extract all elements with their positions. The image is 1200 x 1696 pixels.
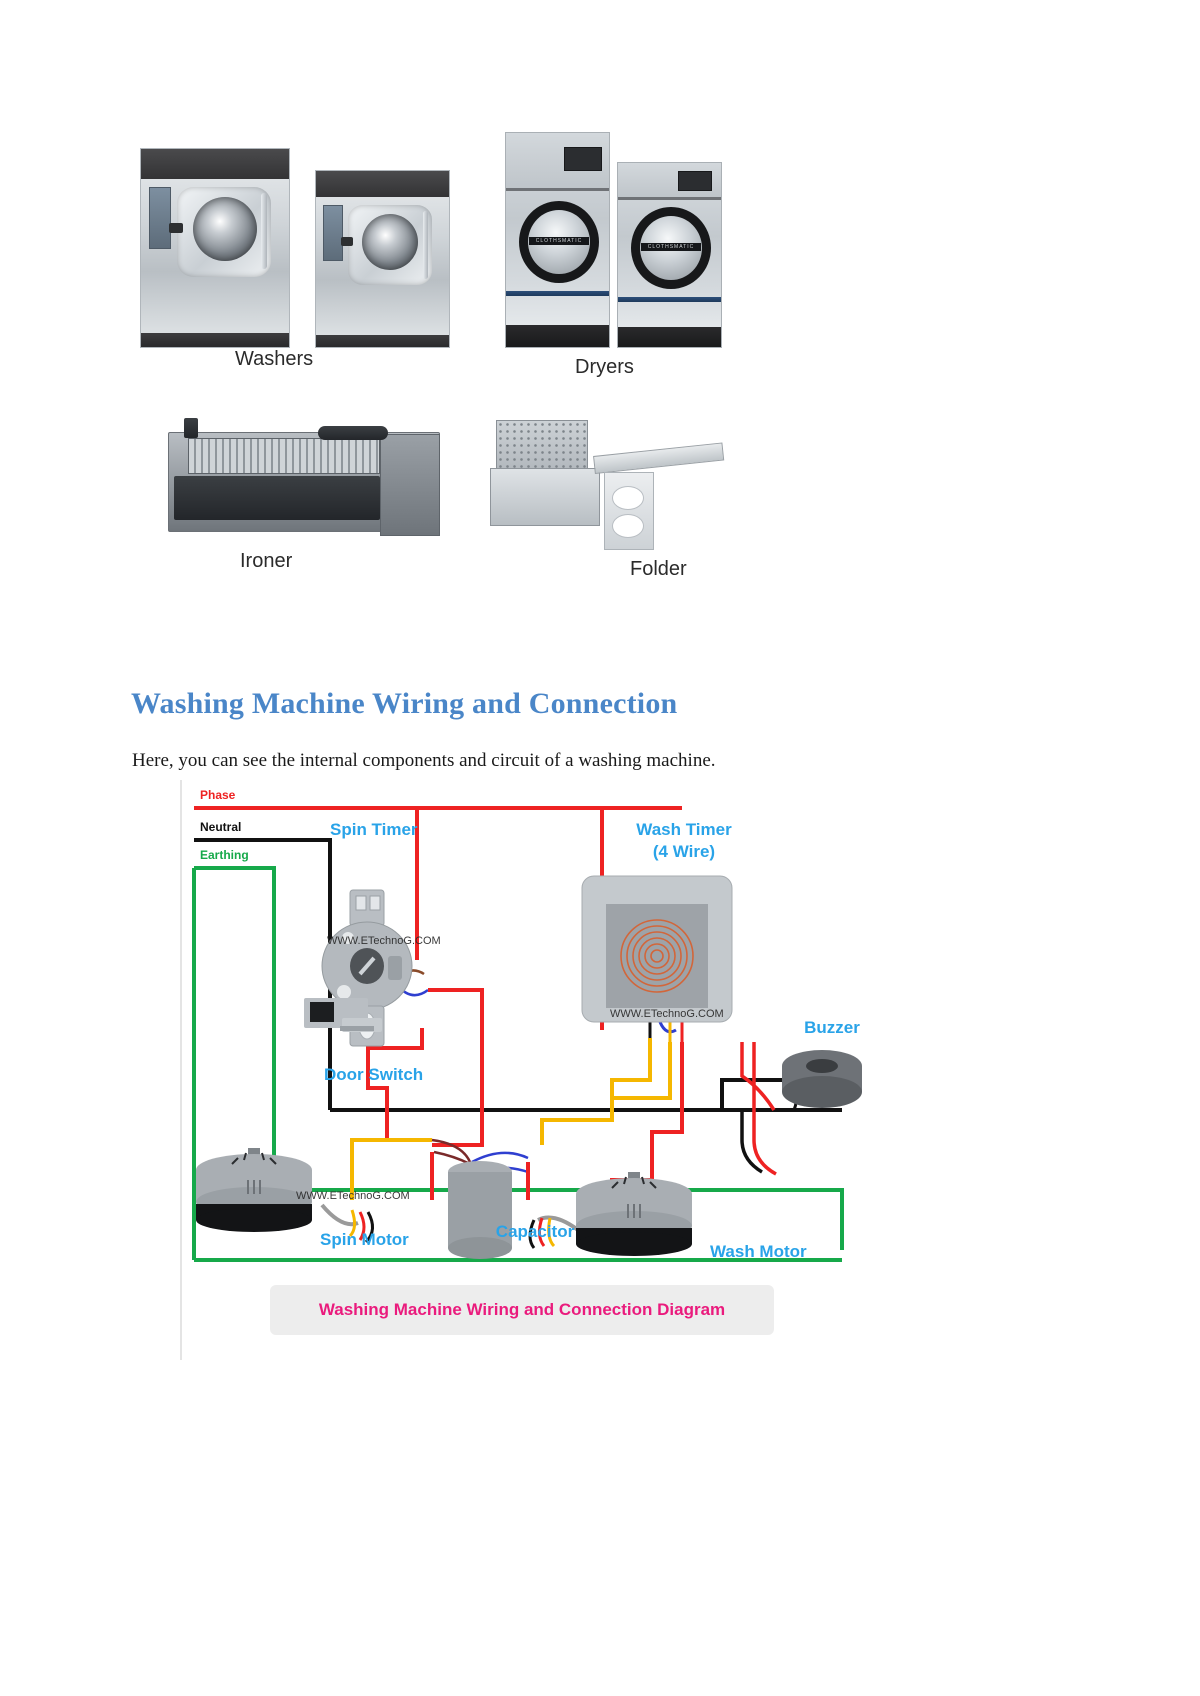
washer2-drum — [362, 214, 418, 270]
capacitor-brown-wire-left — [431, 1138, 472, 1163]
capacitor-graphic — [448, 1161, 512, 1259]
spin-timer-label: Spin Timer — [330, 820, 418, 839]
wash-motor-yellow-lead — [547, 1217, 556, 1248]
washer2-base — [316, 335, 449, 347]
wash-timer-sublabel: (4 Wire) — [652, 842, 716, 861]
buzzer-red-wire — [740, 1042, 776, 1111]
ironer-machine-image — [168, 410, 458, 550]
dryer2-base — [618, 327, 721, 347]
phase-label: Phase — [200, 788, 236, 802]
folder-conveyor-arm — [593, 442, 725, 474]
diagram-caption-box: Washing Machine Wiring and Connection Di… — [270, 1285, 774, 1335]
intro-paragraph: Here, you can see the internal component… — [132, 750, 716, 771]
earthing-label: Earthing — [200, 848, 249, 862]
spin-motor-red-lead — [358, 1211, 366, 1241]
red-capacitor-feed — [432, 1110, 484, 1147]
spin-motor-label: Spin Motor — [320, 1230, 409, 1249]
dryer-display — [564, 147, 602, 171]
dryer-stripe — [506, 291, 609, 296]
dryer2-stripe — [618, 297, 721, 302]
folder-leg-hole-bottom — [612, 514, 644, 538]
folder-machine-image — [482, 410, 732, 560]
right-black-drop — [740, 1110, 763, 1174]
dryer-machine-second-image: CLOTHSMATIC — [617, 162, 722, 348]
laundry-equipment-gallery: CLOTHSMATIC CLOTHSMATIC Washers Dryers — [130, 120, 750, 580]
wash-motor-black-lead — [528, 1219, 536, 1249]
dryer2-display — [678, 171, 712, 191]
photo-label-dryers: Dryers — [575, 356, 634, 378]
yellow-branch-mid — [612, 1042, 672, 1100]
washing-machine-wiring-diagram: Phase Neutral Earthing Spin Timer Wash T… — [180, 780, 872, 1360]
folder-leg-hole-top — [612, 486, 644, 510]
washer-top-panel — [141, 149, 289, 179]
door-switch-to-spin-motor — [366, 1048, 389, 1140]
right-red-drop — [752, 1042, 777, 1176]
wiring-schematic-svg — [192, 806, 862, 1262]
folder-main-cabinet — [490, 468, 600, 526]
washer2-door-handle — [423, 211, 428, 279]
watermark-wash-timer: WWW.ETechnoG.COM — [610, 1008, 724, 1020]
spin-motor-graphic — [196, 1148, 312, 1232]
ironer-top-roller-cover — [318, 426, 388, 440]
washer-base — [141, 333, 289, 347]
ironer-top-arm — [184, 418, 198, 438]
spin-motor-yellow-lead — [348, 1209, 357, 1238]
yellow-branch-left — [540, 1038, 652, 1145]
ironer-feed-belt — [174, 476, 380, 520]
washer-machine-small-image — [315, 170, 450, 348]
watermark-spin-timer: WWW.ETechnoG.COM — [327, 935, 441, 947]
washer2-door-latch — [341, 237, 353, 246]
wash-motor-graphic — [576, 1172, 692, 1256]
photo-label-folder: Folder — [630, 558, 687, 580]
photo-label-washers: Washers — [235, 348, 314, 370]
diagram-caption-text: Washing Machine Wiring and Connection Di… — [318, 1300, 726, 1319]
dryer2-brand-plate: CLOTHSMATIC — [641, 243, 701, 251]
wash-timer-label: Wash Timer — [636, 820, 732, 839]
capacitor-blue-wire-1 — [471, 1151, 529, 1164]
washer-door-handle — [261, 193, 267, 269]
dryer-machine-front-image: CLOTHSMATIC — [505, 132, 610, 348]
washer-control-panel — [149, 187, 171, 249]
washer-machine-large-image — [140, 148, 290, 348]
folder-support-leg — [604, 472, 654, 550]
neutral-bus-wire — [194, 838, 332, 1110]
neutral-label: Neutral — [200, 820, 242, 834]
capacitor-label: Capacitor — [495, 1222, 575, 1241]
door-switch-label: Door Switch — [324, 1065, 424, 1084]
ironer-side-cabinet — [380, 434, 440, 536]
spin-timer-out-red — [428, 988, 484, 1110]
buzzer-neutral-lead — [720, 1078, 782, 1110]
buzzer-graphic — [782, 1050, 862, 1108]
page-title: Washing Machine Wiring and Connection — [131, 687, 678, 721]
spin-motor-black-lead — [364, 1211, 374, 1244]
washer-drum — [193, 197, 257, 261]
photo-label-ironer: Ironer — [240, 550, 293, 572]
buzzer-label: Buzzer — [804, 1018, 860, 1037]
washer-door-latch — [169, 223, 183, 233]
door-switch-graphic — [304, 998, 382, 1032]
washer2-top-panel — [316, 171, 449, 197]
wash-motor-red-lead — [537, 1217, 546, 1247]
wash-timer-blue-wire — [658, 1021, 677, 1034]
watermark-spin-motor: WWW.ETechnoG.COM — [296, 1190, 410, 1202]
dryer-base — [506, 325, 609, 347]
dryer-brand-plate: CLOTHSMATIC — [529, 237, 589, 245]
washer2-control-panel — [323, 205, 343, 261]
wash-timer-graphic — [581, 875, 733, 1023]
ironer-roller — [188, 438, 380, 474]
wash-motor-label: Wash Motor — [710, 1242, 807, 1261]
